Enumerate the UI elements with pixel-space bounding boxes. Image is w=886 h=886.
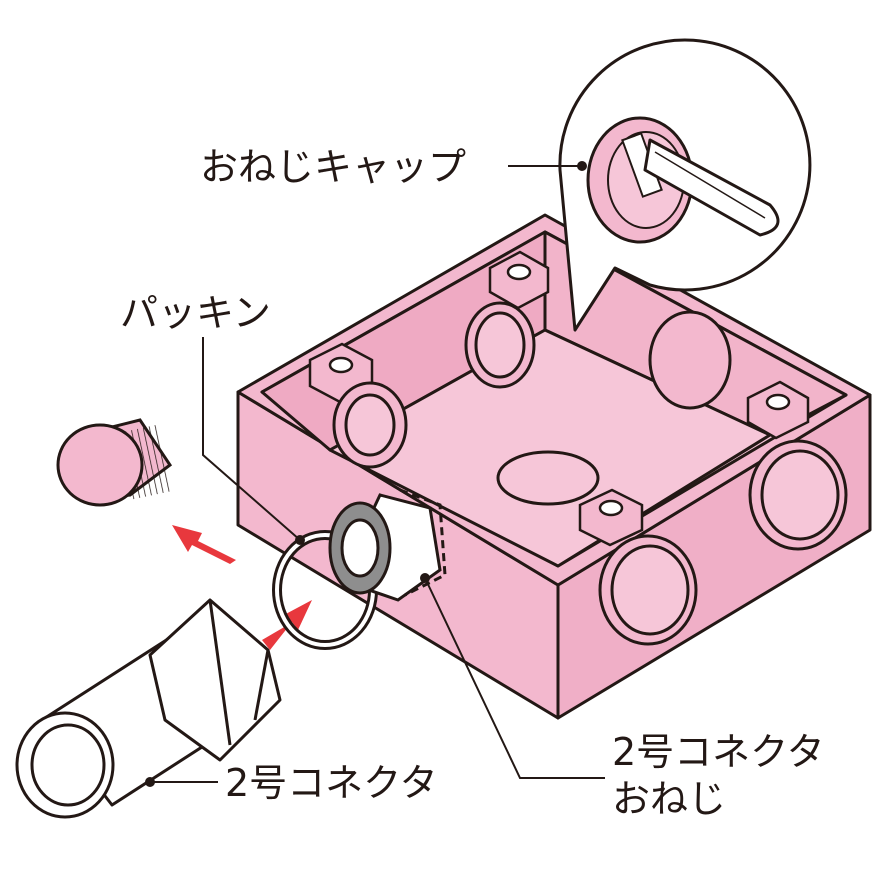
outer-caps — [598, 439, 848, 646]
magnified-callout — [558, 38, 812, 332]
label-connector-thread-1: 2号コネクタ — [612, 730, 825, 774]
arrow-cap-out — [172, 525, 236, 564]
label-cap: おねじキャップ — [200, 145, 466, 189]
label-connector: 2号コネクタ — [225, 761, 438, 805]
lug-front — [578, 488, 644, 547]
connector-body — [15, 598, 282, 819]
label-connector-thread-2: おねじ — [612, 777, 726, 821]
lug-back — [488, 250, 550, 310]
connector-thread — [328, 488, 447, 602]
loose-cap — [56, 418, 173, 507]
screwdriver — [643, 138, 780, 237]
floor-knockout — [496, 450, 600, 506]
lug-right — [746, 380, 810, 440]
leader-lines — [145, 161, 605, 787]
inner-cap-right — [648, 310, 732, 410]
label-packing: パッキン — [120, 291, 271, 335]
inner-caps — [332, 301, 732, 469]
text-labels: おねじキャップ パッキン 2号コネクタ 2号コネクタ おねじ — [120, 145, 825, 821]
